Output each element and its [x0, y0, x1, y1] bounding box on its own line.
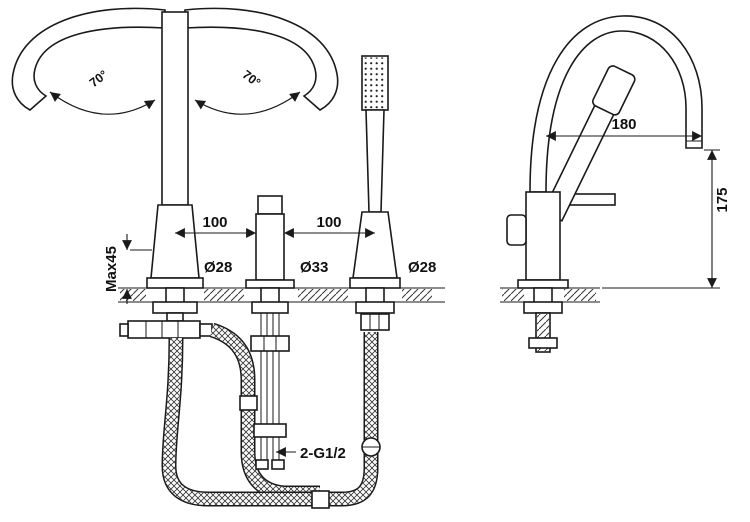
pipe-hex-fitting-lower	[253, 423, 287, 438]
deck-hatch-4	[402, 289, 432, 301]
swivel-angle-label-left: 70°	[87, 68, 111, 91]
diverter-flange	[245, 279, 295, 289]
spout-shank	[165, 287, 185, 304]
swivel-arrow-right	[194, 91, 301, 115]
hose-b-braid	[209, 324, 320, 499]
deck-hatch-3	[298, 289, 348, 301]
side-shank-break	[533, 287, 553, 304]
front-view: 70° 70° 100 100	[11, 7, 445, 509]
handshower-hose-short	[209, 322, 320, 501]
pipe-tip-2	[271, 459, 285, 470]
side-tail-nut	[528, 337, 558, 349]
max-deck-dimension: Max45	[103, 234, 152, 304]
height-dimension: 175	[602, 149, 731, 289]
pipe-tip-1	[255, 459, 269, 470]
swivel-arrow-left	[49, 91, 156, 115]
swivel-angle-label-right: 70°	[240, 68, 264, 91]
swivel-arc-left	[11, 7, 166, 111]
hose-bottom-coupler	[311, 490, 330, 509]
side-view: 180 175	[500, 15, 731, 353]
tee-end-cap-right	[199, 323, 213, 337]
dia-label-diverter: Ø33	[300, 259, 328, 276]
diverter-supply-pipes	[250, 313, 290, 470]
thread-spec-label: 2-G1/2	[300, 445, 346, 462]
spout-locknut	[152, 301, 198, 314]
diverter-shank	[260, 287, 280, 304]
handshower-assembly	[352, 55, 398, 279]
deck-hatch-1	[120, 289, 146, 301]
handshower-shank	[365, 287, 385, 304]
spout-column	[161, 11, 189, 206]
hole-spacing-dimension: 100 100	[175, 214, 375, 238]
hose-a-fill	[162, 332, 377, 505]
side-lever-handle	[506, 214, 527, 246]
diverter-body	[255, 213, 285, 281]
side-deck-hatch-1	[502, 289, 524, 301]
side-handshower-head	[592, 65, 636, 116]
spacing-label-right: 100	[316, 214, 341, 231]
max-deck-label: Max45	[103, 246, 120, 292]
dia-label-spout: Ø28	[204, 259, 232, 276]
handshower-hose-loop	[161, 332, 379, 507]
tee-end-cap-left	[119, 323, 129, 337]
spout-tee-body	[127, 320, 201, 339]
handshower-spray-face	[363, 57, 387, 109]
thread-callout: 2-G1/2	[276, 445, 346, 462]
diverter-knob	[257, 195, 283, 215]
height-label: 175	[714, 187, 731, 212]
swivel-arc-right	[184, 7, 339, 111]
side-flange	[517, 279, 569, 289]
side-body	[525, 191, 561, 281]
handshower-flange	[349, 277, 401, 289]
deck-section	[118, 277, 445, 314]
deck-hatch-2	[204, 289, 244, 301]
handshower-locknut	[355, 301, 395, 314]
diverter-locknut	[251, 301, 289, 314]
handshower-hose-nut	[360, 313, 390, 331]
side-spout-gooseneck	[529, 15, 703, 193]
side-deck-section	[500, 287, 600, 353]
diverter-assembly	[255, 195, 285, 281]
side-deck-hatch-2	[564, 289, 596, 301]
spout-flange	[146, 277, 204, 289]
pipe-hex-fitting-upper	[250, 335, 290, 352]
hose-b-coupler	[239, 395, 258, 411]
spout-tail-connector	[166, 312, 184, 322]
reach-label: 180	[611, 116, 636, 133]
reach-dimension: 180	[546, 116, 702, 141]
spacing-label-left: 100	[202, 214, 227, 231]
dia-label-handshower: Ø28	[408, 259, 436, 276]
spout-base-cone	[150, 204, 200, 279]
handshower-holder-cone	[352, 211, 398, 279]
handshower-handle	[365, 109, 385, 213]
hose-a-outline	[161, 332, 379, 507]
side-locknut	[523, 301, 563, 314]
spout-assembly	[150, 11, 200, 279]
below-deck-plumbing	[119, 312, 390, 509]
hose-a-braid	[162, 332, 377, 505]
